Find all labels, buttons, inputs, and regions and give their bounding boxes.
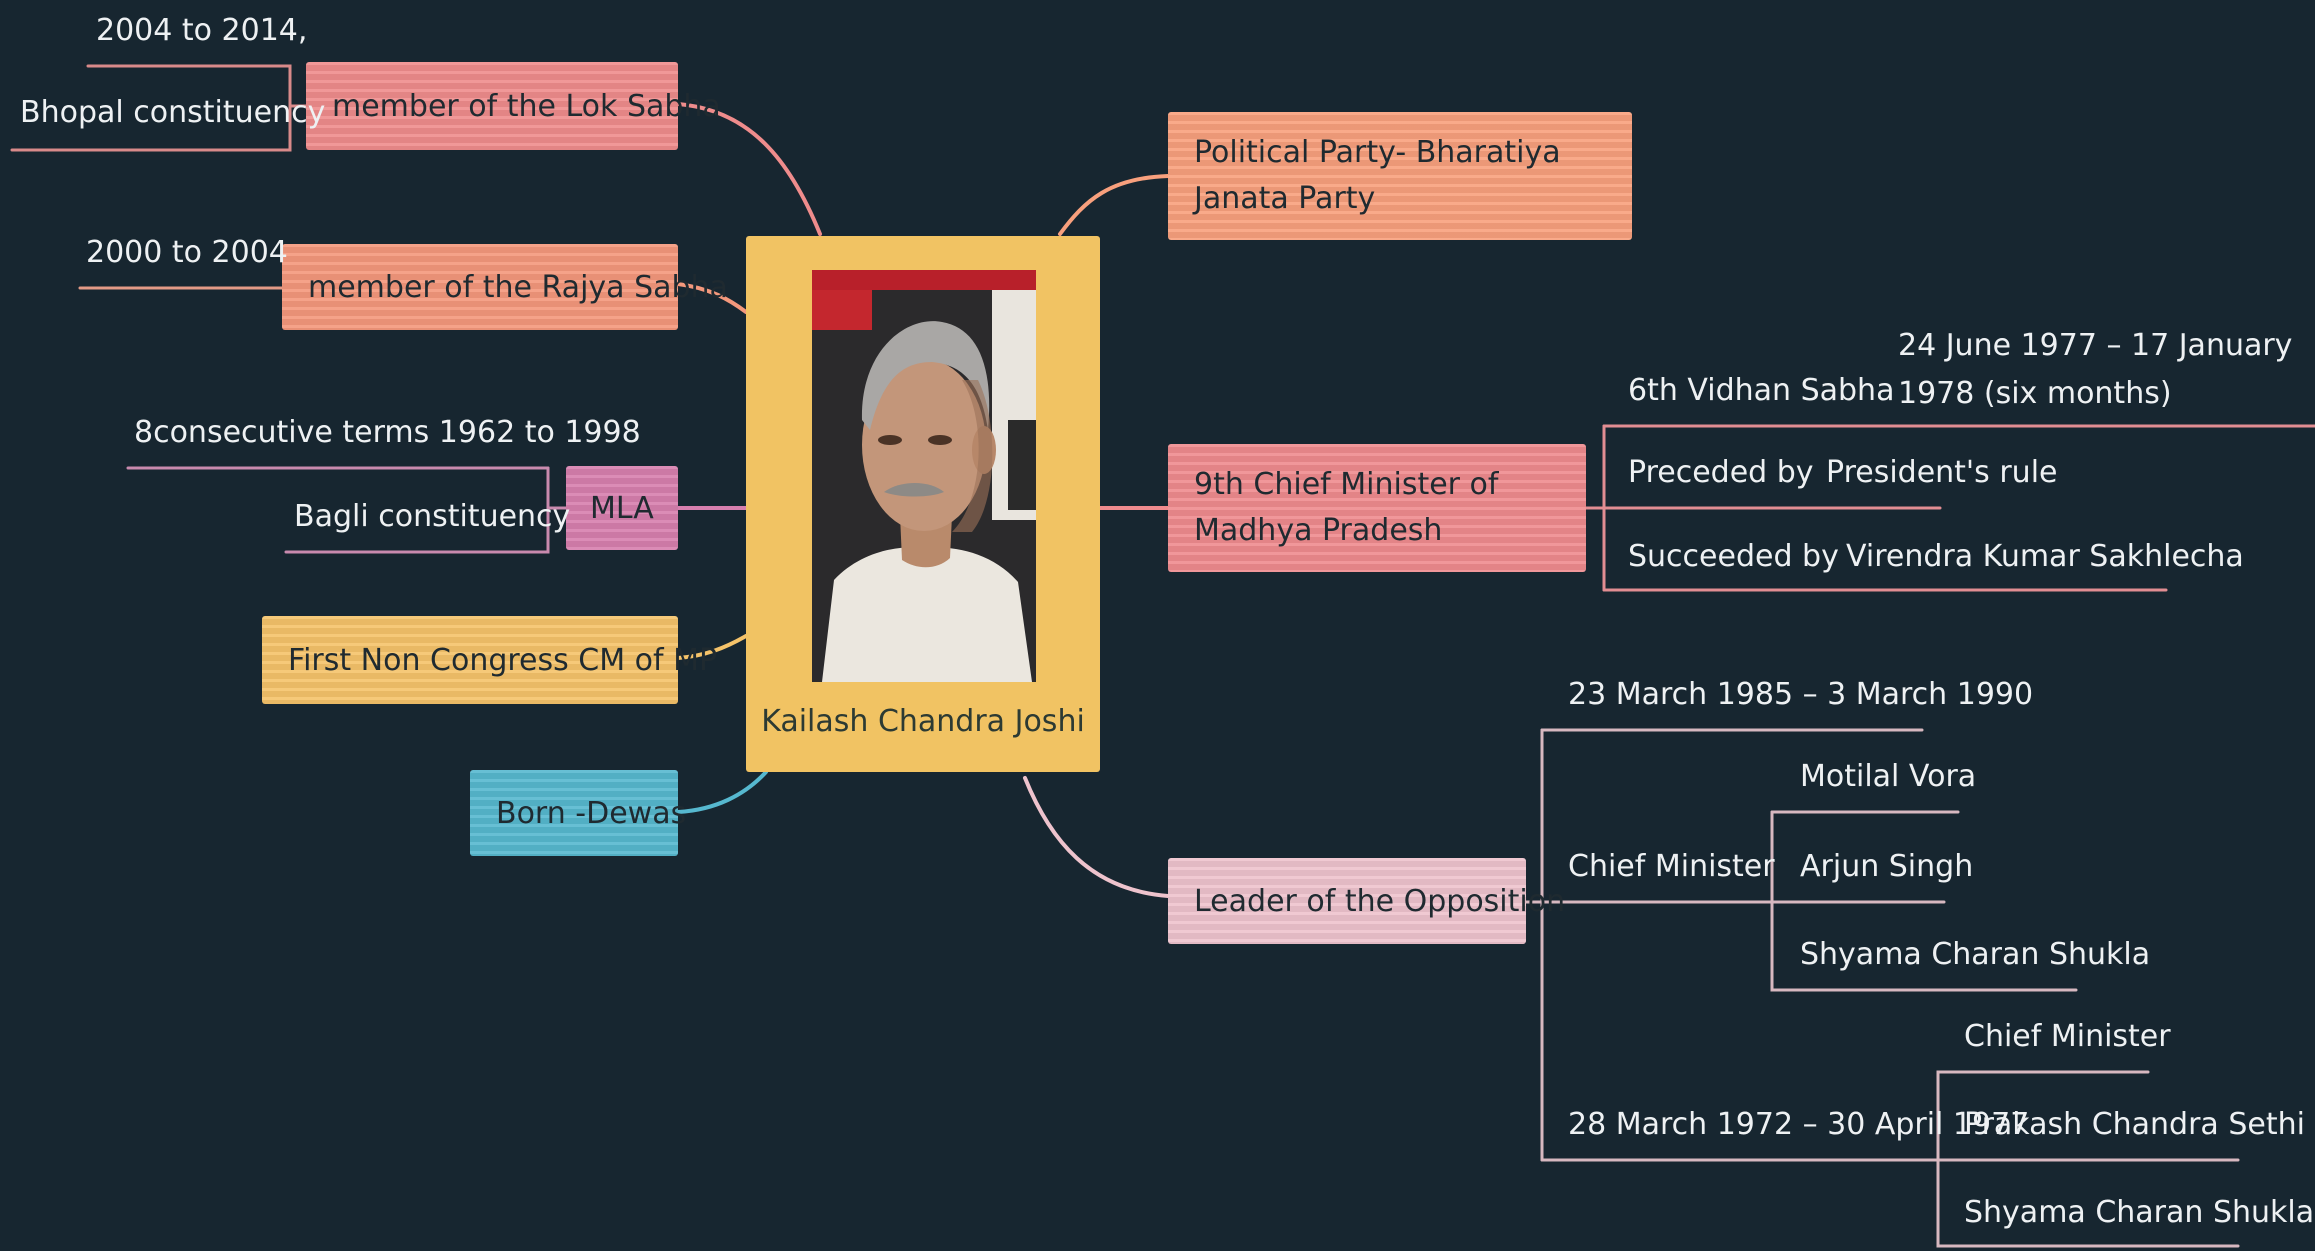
portrait-illustration	[812, 270, 1036, 682]
node-political-party[interactable]: Political Party- Bharatiya Janata Party	[1168, 112, 1632, 240]
chief-minister-assembly: 6th Vidhan Sabha	[1628, 373, 1895, 408]
opposition-term-1: 23 March 1985 – 3 March 1990	[1568, 677, 2034, 712]
node-first-non-congress-cm-label: First Non Congress CM of MP	[288, 642, 718, 678]
link-born	[676, 770, 768, 814]
central-node[interactable]: Kailash Chandra Joshi	[746, 236, 1100, 772]
node-rajya-sabha[interactable]: member of the Rajya Sabha	[282, 244, 728, 330]
node-political-party-label: Political Party- Bharatiya Janata Party	[1194, 135, 1561, 216]
node-chief-minister-label: 9th Chief Minister of Madhya Pradesh	[1194, 467, 1499, 548]
central-node-label: Kailash Chandra Joshi	[761, 704, 1085, 739]
node-lok-sabha-label: member of the Lok Sabha	[332, 88, 721, 124]
preceded-by-value: President's rule	[1826, 455, 2058, 490]
portrait-photo	[812, 270, 1036, 682]
rajya-sabha-period: 2000 to 2004	[86, 235, 288, 270]
node-leader-of-opposition[interactable]: Leader of the Opposition	[1168, 858, 1565, 944]
node-leader-of-opposition-label: Leader of the Opposition	[1194, 883, 1566, 919]
node-mla-label: MLA	[590, 490, 654, 526]
chief-minister-details-lines	[1584, 424, 2315, 592]
opposition-details-lines	[1524, 728, 2240, 1248]
opposition-cm-item: Arjun Singh	[1800, 849, 1974, 884]
node-born-label: Born -Dewas	[496, 795, 687, 831]
mla-terms: 8consecutive terms 1962 to 1998	[134, 415, 641, 450]
opposition-cm-label: Chief Minister	[1568, 849, 1775, 884]
lok-sabha-details-lines	[10, 64, 308, 152]
succeeded-by-label: Succeeded by	[1628, 539, 1839, 574]
node-first-non-congress-cm[interactable]: First Non Congress CM of MP	[262, 616, 717, 704]
lok-sabha-period: 2004 to 2014,	[96, 13, 308, 48]
node-rajya-sabha-label: member of the Rajya Sabha	[308, 269, 728, 305]
link-lok-sabha	[676, 102, 822, 236]
succeeded-by-value: Virendra Kumar Sakhlecha	[1846, 539, 2244, 574]
opposition-cm2-label: Chief Minister	[1964, 1019, 2171, 1054]
node-mla[interactable]: MLA	[566, 466, 678, 550]
link-non-congress	[676, 634, 748, 660]
preceded-by-label: Preceded by	[1628, 455, 1814, 490]
mla-constituency: Bagli constituency	[294, 499, 571, 534]
link-party	[1058, 174, 1170, 236]
opposition-cm2-item: Shyama Charan Shukla	[1964, 1195, 2315, 1230]
opposition-cm-item: Shyama Charan Shukla	[1800, 937, 2151, 972]
mla-details-lines	[126, 466, 568, 554]
opposition-cm-item: Motilal Vora	[1800, 759, 1977, 794]
node-lok-sabha[interactable]: member of the Lok Sabha	[306, 62, 721, 150]
lok-sabha-constituency: Bhopal constituency	[20, 95, 326, 130]
link-opposition	[1023, 776, 1170, 898]
node-born[interactable]: Born -Dewas	[470, 770, 686, 856]
chief-minister-term: 24 June 1977 – 17 January 1978 (six mont…	[1898, 328, 2293, 411]
link-rajya-sabha	[676, 282, 748, 314]
node-chief-minister[interactable]: 9th Chief Minister of Madhya Pradesh	[1168, 444, 1586, 572]
opposition-term-2: 28 March 1972 – 30 April 1977	[1568, 1107, 2030, 1142]
opposition-cm2-item: Prakash Chandra Sethi	[1964, 1107, 2305, 1142]
